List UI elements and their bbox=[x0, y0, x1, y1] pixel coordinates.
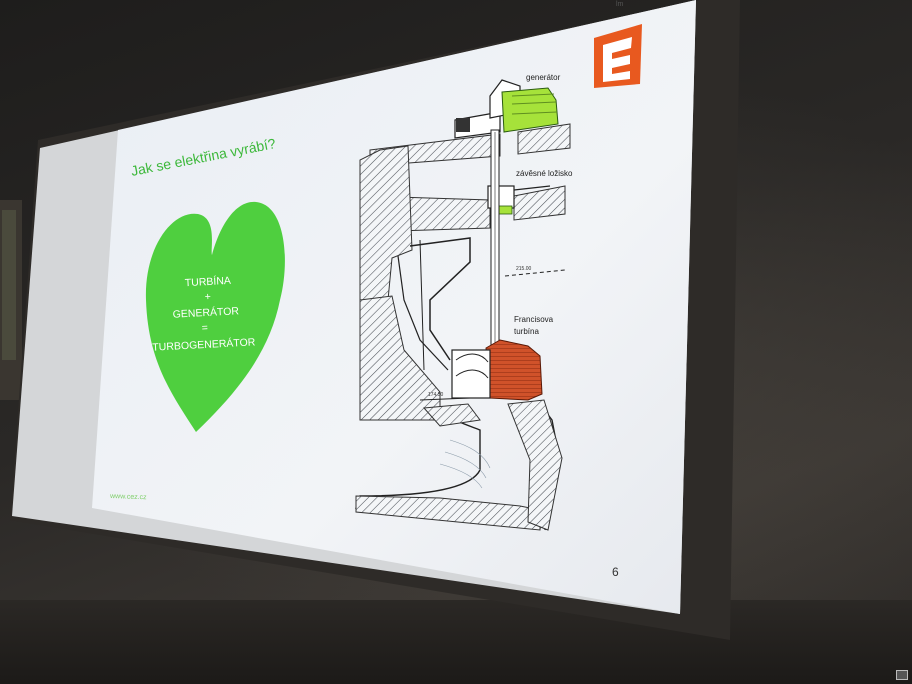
water-level-lower bbox=[419, 397, 471, 401]
bearing-green bbox=[497, 205, 513, 215]
corner-watermark-icon bbox=[896, 670, 908, 680]
label-turbine-line1: Francisova bbox=[514, 315, 554, 324]
heart-line-equals: = bbox=[201, 322, 208, 334]
generator-bolt bbox=[456, 118, 470, 132]
upper-slab-right bbox=[517, 123, 571, 155]
label-generator: generátor bbox=[526, 73, 561, 82]
footer-url: www.cez.cz bbox=[109, 493, 147, 501]
water-level-upper bbox=[504, 269, 566, 277]
heart-line-generator: GENERÁTOR bbox=[172, 304, 239, 320]
heart-line-plus: + bbox=[204, 291, 211, 303]
middle-slab-right bbox=[513, 185, 566, 221]
francis-turbine-runner bbox=[485, 339, 543, 401]
top-right-fragment: lm bbox=[616, 1, 624, 8]
foundation-right bbox=[507, 399, 563, 531]
heart-shape bbox=[145, 201, 285, 432]
left-wall-upper bbox=[359, 145, 413, 307]
turbine-diagram: 215.00 174.50 bbox=[355, 79, 571, 531]
heart-line-turbogenerator: TURBOGENERÁTOR bbox=[152, 335, 256, 353]
left-side-panel-inner bbox=[2, 210, 16, 360]
level-mark-upper: 215.00 bbox=[516, 266, 532, 272]
heart-line-turbina: TURBÍNA bbox=[184, 274, 231, 289]
level-mark-lower: 174.50 bbox=[428, 392, 444, 398]
label-bearing: závěsné ložisko bbox=[516, 169, 573, 178]
spiral-casing bbox=[409, 237, 471, 361]
label-turbine-line2: turbína bbox=[514, 327, 539, 336]
page-number: 6 bbox=[612, 565, 619, 579]
cez-logo-icon bbox=[594, 24, 642, 88]
left-wall-lower bbox=[359, 295, 441, 421]
floor bbox=[0, 600, 912, 684]
